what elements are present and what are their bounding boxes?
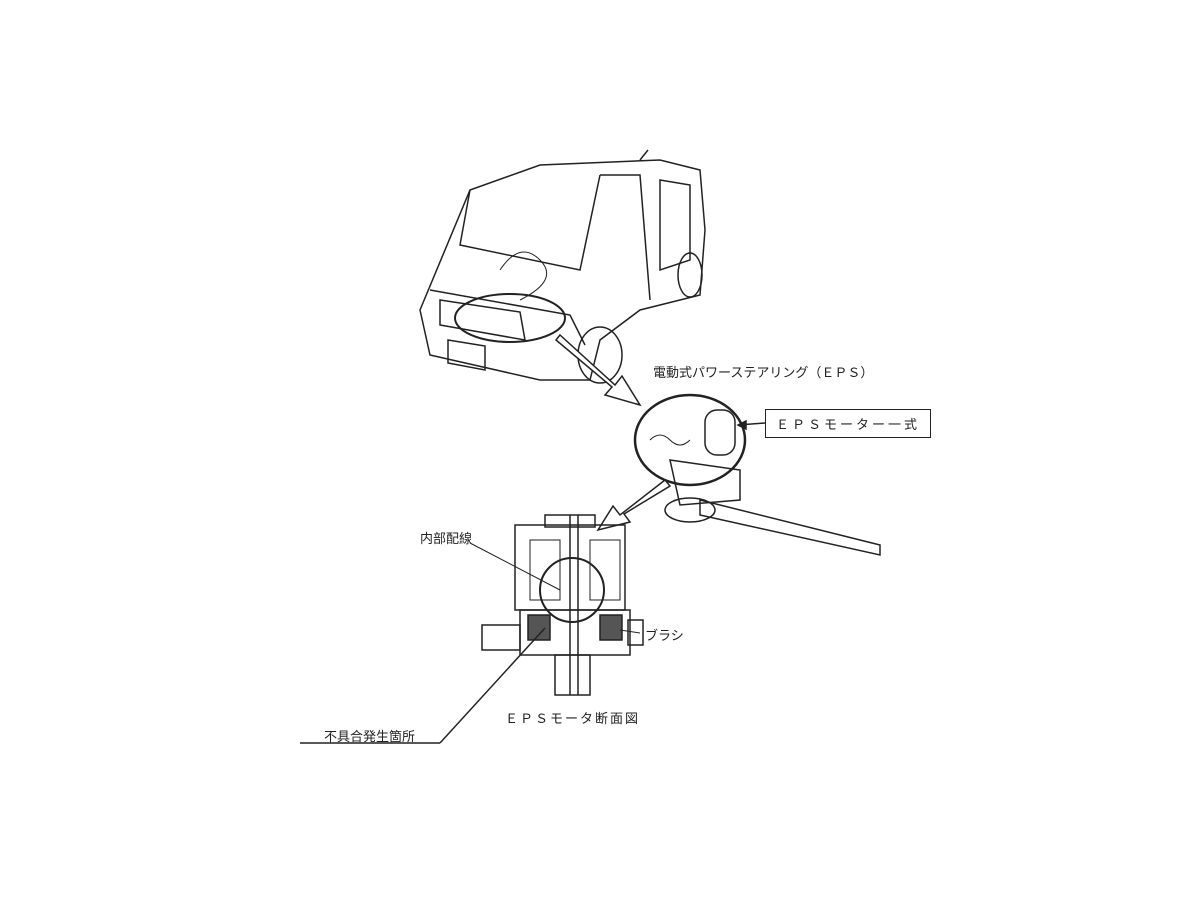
- defect-location-label: 不具合発生箇所: [324, 730, 416, 745]
- motor-cross-section: [300, 514, 644, 744]
- brush-label: ブラシ: [645, 629, 684, 644]
- arrow-to-cross-section: [596, 478, 672, 532]
- internal-wiring-label: 内部配線: [420, 532, 473, 547]
- cross-section-caption: ＥＰＳモータ断面図: [505, 712, 641, 727]
- car-illustration: [419, 149, 706, 384]
- eps-motor-assembly-label: ＥＰＳモーター一式: [765, 409, 932, 438]
- eps-unit-illustration: [633, 393, 881, 556]
- eps-system-label: 電動式パワーステアリング（ＥＰＳ）: [653, 366, 874, 381]
- arrow-to-eps: [554, 333, 642, 407]
